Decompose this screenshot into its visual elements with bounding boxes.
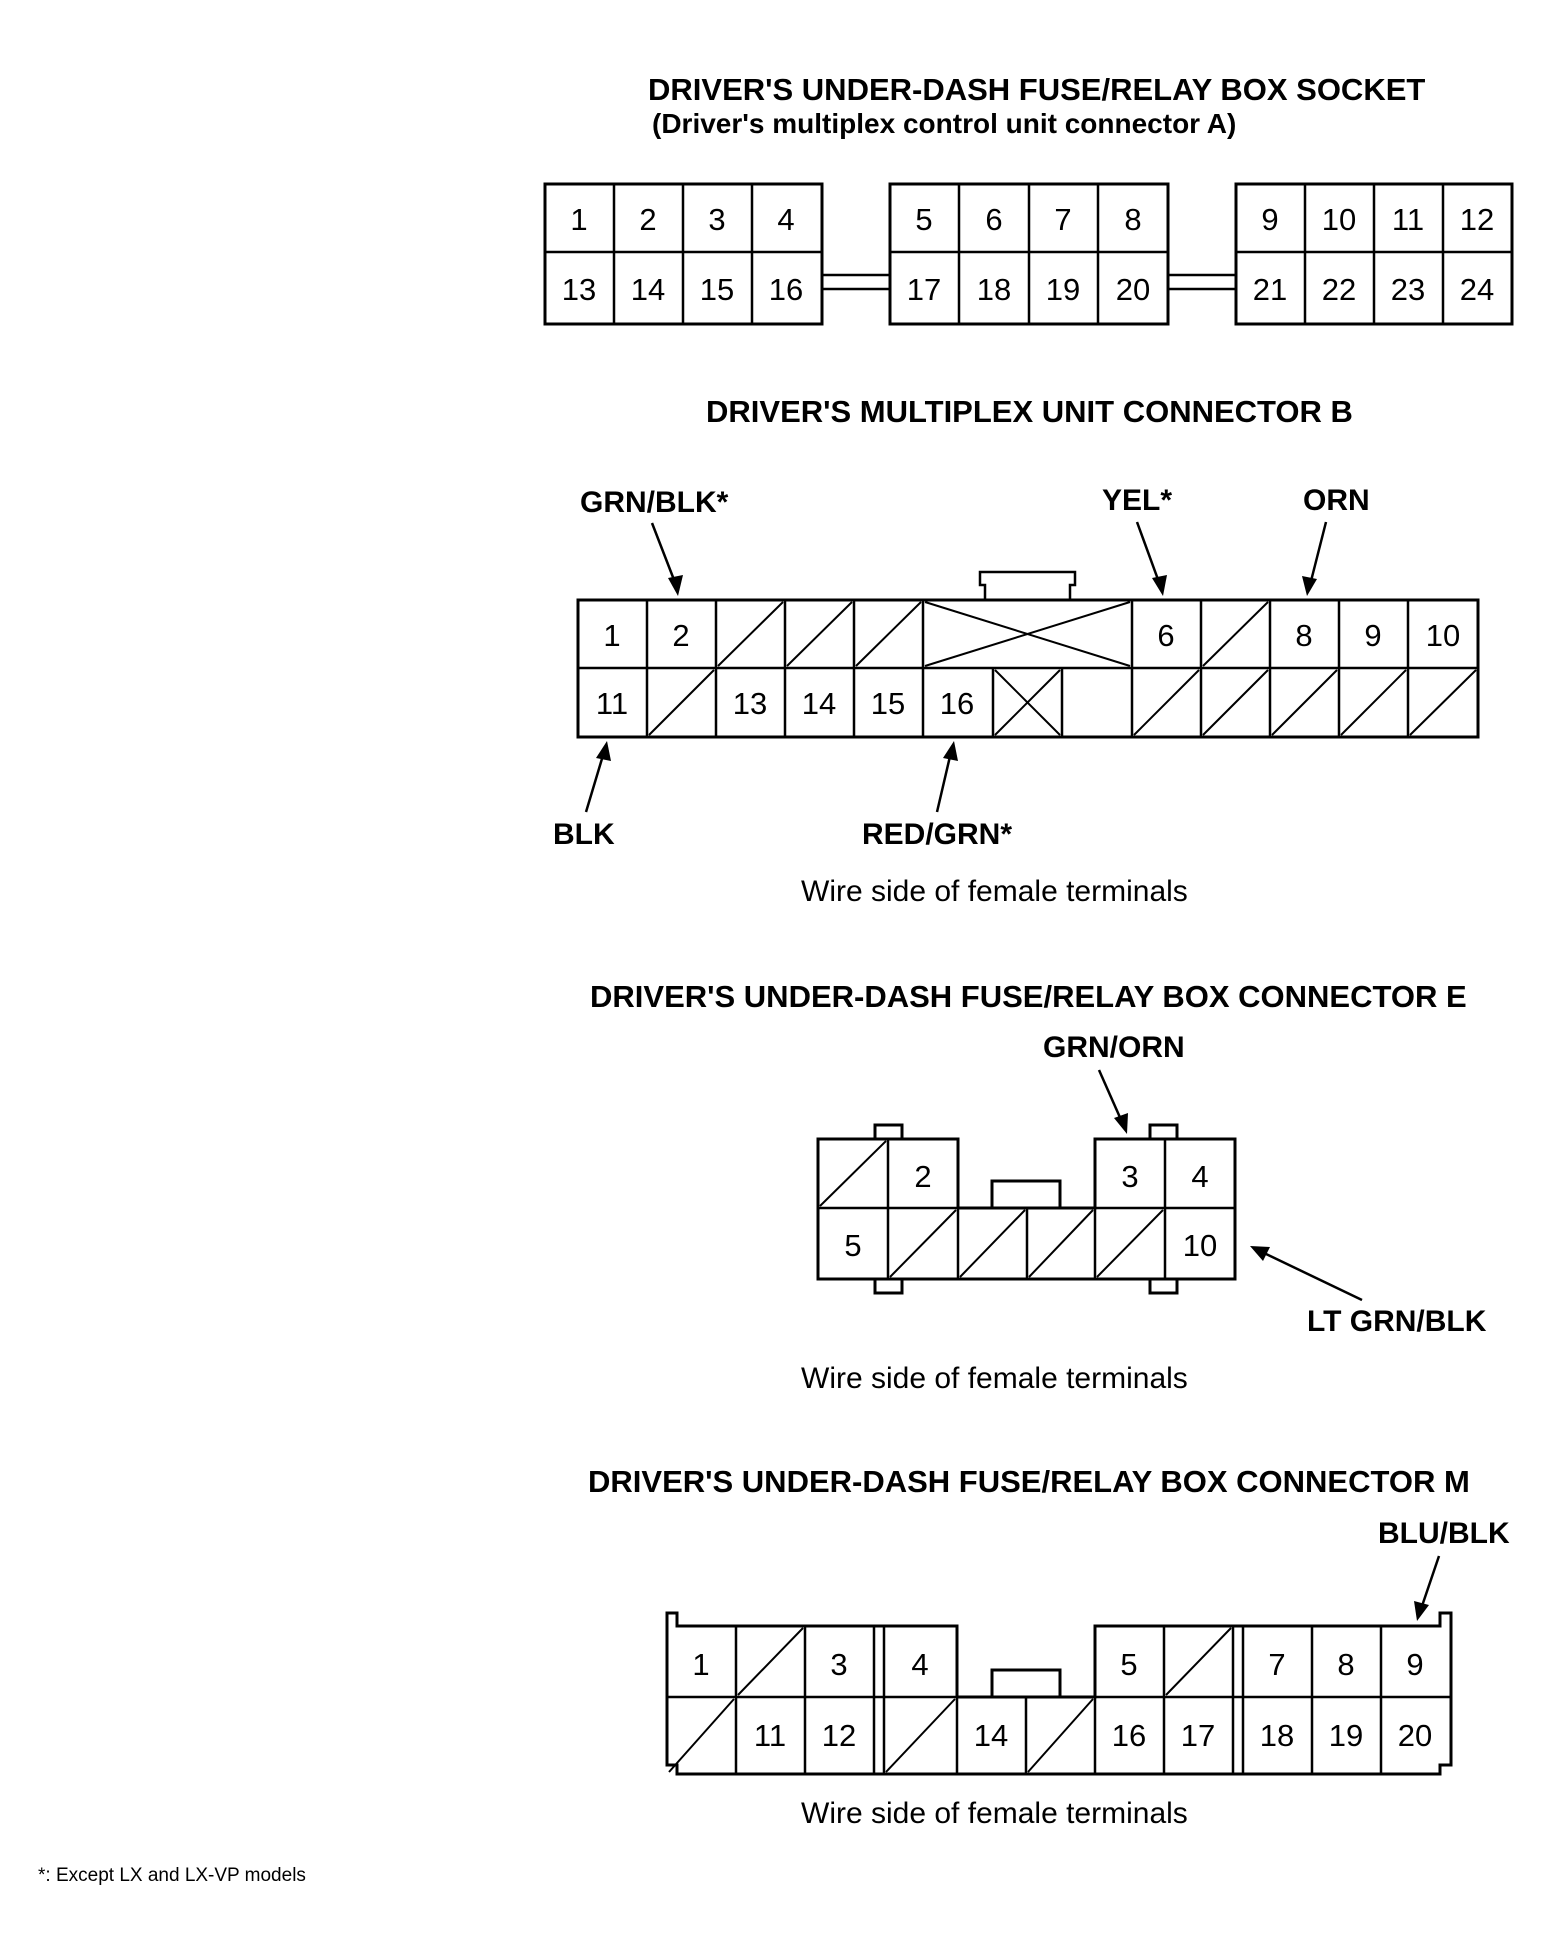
pin-m-4: 4: [911, 1647, 928, 1682]
connector-m-title: DRIVER'S UNDER-DASH FUSE/RELAY BOX CONNE…: [588, 1464, 1470, 1499]
pin-m-16: 16: [1112, 1718, 1146, 1753]
wire-label-e-pin10: LT GRN/BLK: [1307, 1305, 1487, 1338]
pin-e-5: 5: [844, 1228, 861, 1263]
pin-e-2: 2: [914, 1159, 931, 1194]
pin-m-12: 12: [822, 1718, 856, 1753]
pin-m-1: 1: [692, 1647, 709, 1682]
arrow-m-pin9: [1419, 1555, 1441, 1610]
pin-a-11: 11: [1392, 202, 1424, 237]
pin-b-15: 15: [871, 686, 905, 721]
pin-a-15: 15: [700, 272, 734, 307]
connector-a-grid-lines: [545, 184, 1512, 324]
pin-a-24: 24: [1460, 272, 1494, 307]
connector-a: DRIVER'S UNDER-DASH FUSE/RELAY BOX SOCKE…: [543, 72, 1514, 326]
pin-b-16: 16: [940, 686, 974, 721]
pin-m-20: 20: [1398, 1718, 1432, 1753]
pin-b-8: 8: [1295, 618, 1312, 653]
connector-b-latch: [978, 570, 1077, 600]
pin-m-7: 7: [1268, 1647, 1285, 1682]
connector-m: DRIVER'S UNDER-DASH FUSE/RELAY BOX CONNE…: [588, 1464, 1510, 1830]
connector-e-grid-lines: [818, 1139, 1235, 1279]
pin-b-2: 2: [672, 618, 689, 653]
connector-e-caption: Wire side of female terminals: [801, 1362, 1188, 1395]
pin-m-5: 5: [1120, 1647, 1137, 1682]
arrow-e-pin10: [1263, 1251, 1363, 1302]
arrow-b-pin16: [935, 751, 953, 813]
pin-a-8: 8: [1124, 202, 1141, 237]
connector-b-caption: Wire side of female terminals: [801, 875, 1188, 908]
pin-m-14: 14: [974, 1718, 1008, 1753]
wire-label-m-pin9: BLU/BLK: [1378, 1517, 1510, 1550]
pin-b-13: 13: [733, 686, 767, 721]
connector-e-title: DRIVER'S UNDER-DASH FUSE/RELAY BOX CONNE…: [590, 979, 1467, 1014]
wire-label-b-pin8: ORN: [1303, 484, 1370, 517]
arrow-e-pin3: [1097, 1069, 1124, 1123]
pin-a-16: 16: [769, 272, 803, 307]
wire-label-e-pin3: GRN/ORN: [1043, 1031, 1185, 1064]
pin-a-23: 23: [1391, 272, 1425, 307]
connector-a-subtitle: (Driver's multiplex control unit connect…: [652, 108, 1236, 139]
pin-a-1: 1: [570, 202, 587, 237]
connector-m-caption: Wire side of female terminals: [801, 1797, 1188, 1830]
arrow-b-pin2: [650, 522, 678, 586]
pin-e-3: 3: [1121, 1159, 1138, 1194]
pin-a-4: 4: [777, 202, 794, 237]
pin-a-19: 19: [1046, 272, 1080, 307]
wire-label-b-pin2: GRN/BLK*: [580, 486, 729, 519]
pin-b-11: 11: [596, 686, 628, 721]
pin-a-7: 7: [1054, 202, 1071, 237]
arrow-b-pin11: [584, 751, 606, 813]
pin-a-2: 2: [639, 202, 656, 237]
connector-m-body: [665, 1611, 1453, 1776]
wire-label-b-pin11: BLK: [553, 818, 615, 851]
connector-m-grid-lines: [667, 1626, 1451, 1774]
connector-b-grid-lines: [578, 600, 1478, 737]
connector-e: DRIVER'S UNDER-DASH FUSE/RELAY BOX CONNE…: [590, 979, 1487, 1395]
pin-e-4: 4: [1191, 1159, 1208, 1194]
pin-m-9: 9: [1406, 1647, 1423, 1682]
connector-b: DRIVER'S MULTIPLEX UNIT CONNECTOR B: [553, 394, 1480, 908]
pin-a-17: 17: [907, 272, 941, 307]
pin-a-12: 12: [1460, 202, 1494, 237]
wire-label-b-pin16: RED/GRN*: [862, 818, 1012, 851]
connector-b-title: DRIVER'S MULTIPLEX UNIT CONNECTOR B: [706, 394, 1353, 429]
pin-b-6: 6: [1157, 618, 1174, 653]
pin-m-3: 3: [830, 1647, 847, 1682]
pin-a-6: 6: [985, 202, 1002, 237]
pin-m-19: 19: [1329, 1718, 1363, 1753]
wire-label-b-pin6: YEL*: [1102, 484, 1172, 517]
pin-a-5: 5: [915, 202, 932, 237]
pin-a-18: 18: [977, 272, 1011, 307]
pin-b-9: 9: [1364, 618, 1381, 653]
pin-e-10: 10: [1183, 1228, 1217, 1263]
pin-m-11: 11: [754, 1718, 786, 1753]
pin-a-21: 21: [1253, 272, 1287, 307]
pin-a-3: 3: [708, 202, 725, 237]
pin-a-22: 22: [1322, 272, 1356, 307]
pin-m-18: 18: [1260, 1718, 1294, 1753]
connector-a-title: DRIVER'S UNDER-DASH FUSE/RELAY BOX SOCKE…: [648, 72, 1425, 107]
pin-a-20: 20: [1116, 272, 1150, 307]
arrow-b-pin6: [1135, 521, 1162, 586]
pin-b-10: 10: [1426, 618, 1460, 653]
pin-b-14: 14: [802, 686, 836, 721]
pin-a-14: 14: [631, 272, 665, 307]
footnote: *: Except LX and LX-VP models: [38, 1865, 306, 1886]
pin-a-10: 10: [1322, 202, 1356, 237]
pin-m-8: 8: [1337, 1647, 1354, 1682]
pin-a-9: 9: [1261, 202, 1278, 237]
pin-b-1: 1: [603, 618, 620, 653]
pin-m-17: 17: [1181, 1718, 1215, 1753]
arrow-b-pin8: [1308, 521, 1328, 586]
pin-a-13: 13: [562, 272, 596, 307]
